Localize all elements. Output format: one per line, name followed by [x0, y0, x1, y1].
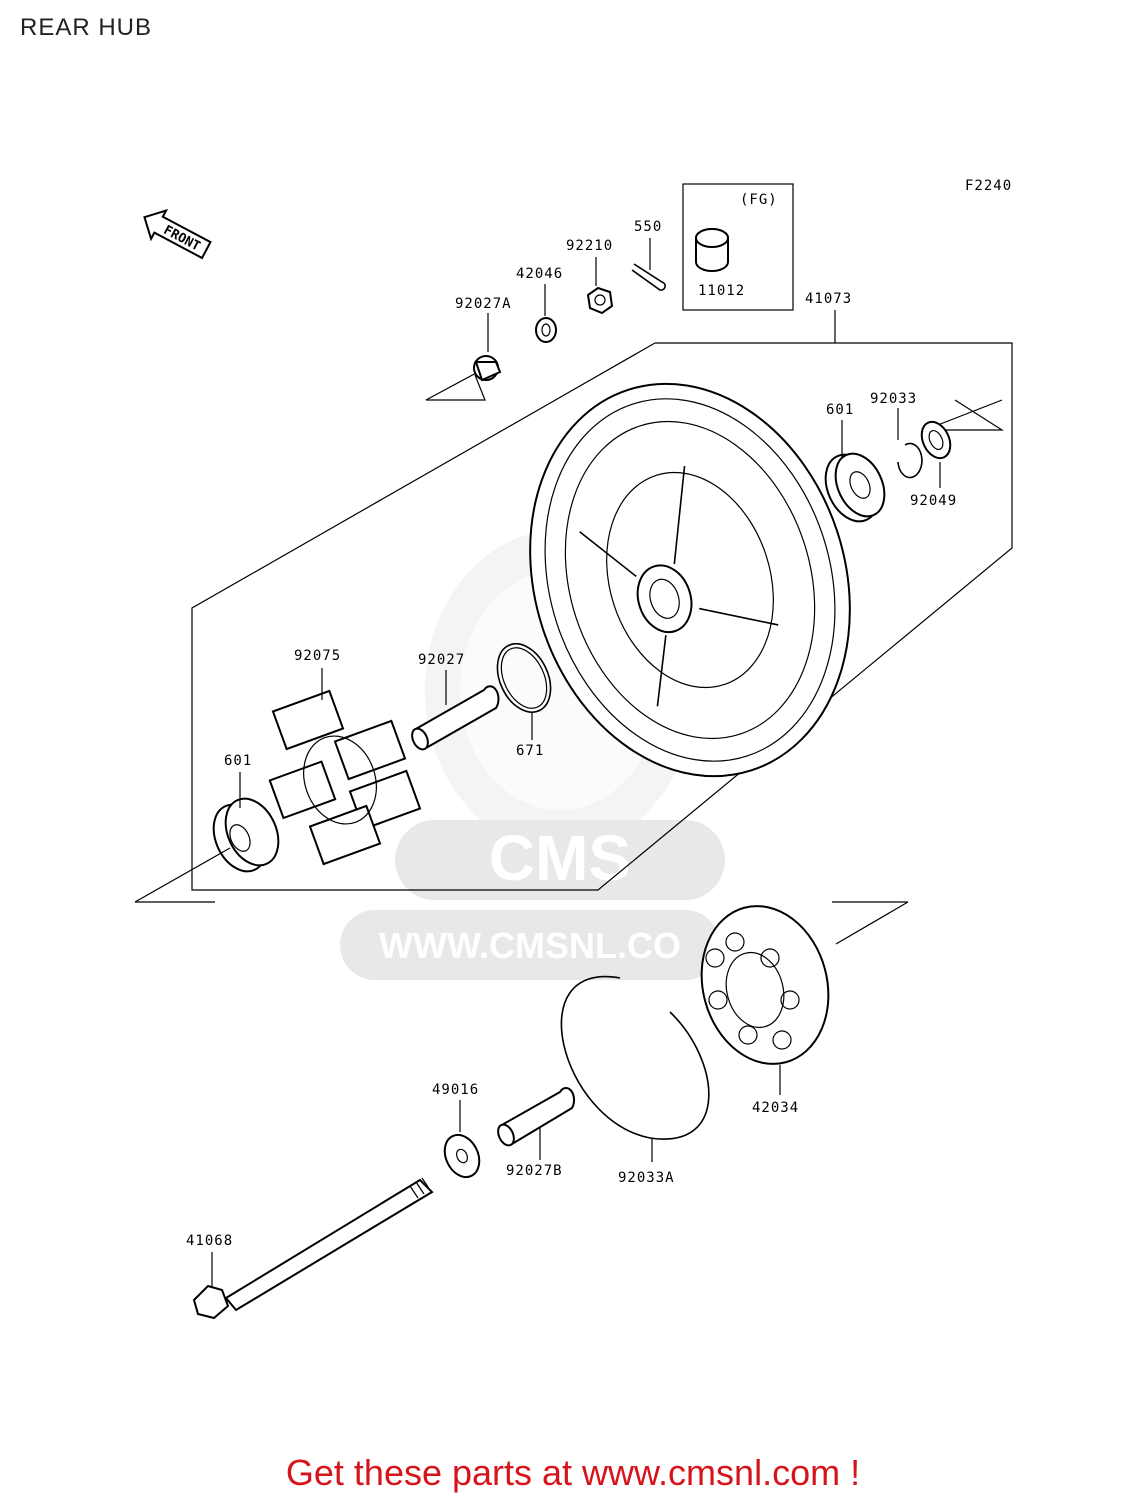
label-550: 550 — [634, 219, 662, 235]
fg-detail-box — [682, 183, 794, 311]
cotter-pin-550-icon — [631, 263, 666, 291]
nut-92210-icon — [586, 286, 614, 315]
washer-42046-icon — [535, 317, 557, 343]
label-41073: 41073 — [805, 291, 852, 307]
seal-92049-icon — [920, 420, 952, 460]
front-arrow-icon: FRONT — [143, 208, 212, 260]
axle-41068-icon — [192, 1177, 434, 1320]
label-671: 671 — [516, 743, 544, 759]
sprocket-coupling-42034-icon — [700, 905, 830, 1065]
label-49016: 49016 — [432, 1082, 479, 1098]
washer-49016-icon — [443, 1133, 481, 1179]
o-ring-671-icon — [496, 643, 552, 713]
label-42046: 42046 — [516, 266, 563, 282]
label-42034: 42034 — [752, 1100, 799, 1116]
wheel-assembly-outline — [191, 342, 1013, 891]
footer-link[interactable]: Get these parts at www.cmsnl.com ! — [285, 1452, 861, 1493]
sleeve-92027B-icon — [497, 1086, 576, 1147]
watermark-url: WWW.CMSNL.CO — [379, 925, 681, 966]
rear-hub-exploded-diagram: CMS WWW.CMSNL.CO F2240 FRONT (FG) 11012 … — [134, 178, 1013, 1320]
collar-11012-icon — [695, 228, 729, 272]
label-601-right: 601 — [826, 402, 854, 418]
diagram-code: F2240 — [965, 178, 1012, 194]
label-92033A: 92033A — [618, 1170, 675, 1186]
label-92033: 92033 — [870, 391, 917, 407]
collar-92027A-icon — [473, 355, 502, 382]
page-title: REAR HUB — [20, 14, 153, 41]
label-92027B: 92027B — [506, 1163, 563, 1179]
watermark-logo: CMS — [489, 822, 631, 894]
damper-92075-icon — [268, 689, 422, 866]
label-601-left: 601 — [224, 753, 252, 769]
rear-wheel-41073-icon — [529, 382, 851, 778]
fg-label: (FG) — [740, 192, 778, 208]
circlip-92033-icon — [897, 442, 923, 479]
label-92210: 92210 — [566, 238, 613, 254]
label-92027A: 92027A — [455, 296, 512, 312]
bearing-601-left-icon — [212, 797, 280, 873]
bearing-601-right-icon — [824, 452, 886, 523]
sleeve-92027-icon — [411, 685, 500, 751]
circlip-92033A-icon — [560, 975, 710, 1140]
label-92027: 92027 — [418, 652, 465, 668]
label-92049: 92049 — [910, 493, 957, 509]
label-41068: 41068 — [186, 1233, 233, 1249]
label-11012: 11012 — [698, 283, 745, 299]
label-92075: 92075 — [294, 648, 341, 664]
